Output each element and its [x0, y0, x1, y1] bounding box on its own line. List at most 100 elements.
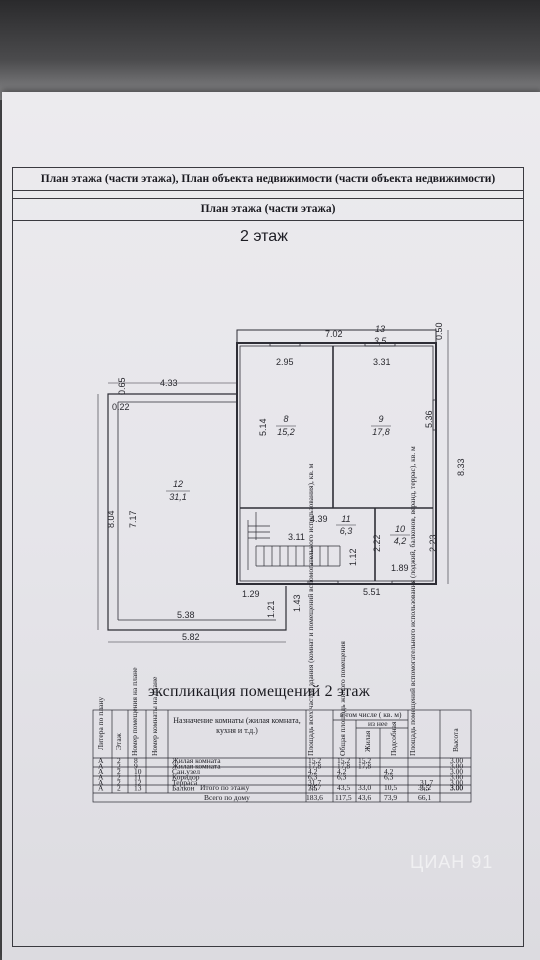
total-floor-obsh: 43,5	[337, 783, 350, 792]
total-floor-all: 78,7	[308, 783, 321, 792]
dim-222: 2.22	[372, 534, 382, 552]
table-cell-num: 8	[134, 756, 138, 765]
dim-143: 1.43	[292, 594, 302, 612]
dim-536: 5.36	[424, 410, 434, 428]
table-totals: Итого по этажу 78,7 43,5 33,0 10,5 35,2 …	[200, 783, 463, 802]
table-cell-pods: 6,3	[384, 773, 394, 782]
table-cell-all: 17,8	[308, 762, 321, 771]
th-v-tom-chisle: в том числе ( кв. м)	[340, 710, 402, 719]
room-13-area: 3,5	[374, 336, 388, 346]
room-9-number: 9	[378, 414, 383, 424]
header-spacer	[13, 190, 523, 199]
dim-331: 3.31	[373, 357, 391, 367]
table-cell-lit: А	[98, 784, 104, 793]
table-cell-name: Жилая комната	[172, 756, 221, 765]
th-podsobnaya: Подсобная	[389, 721, 398, 756]
windows	[269, 342, 437, 585]
document-frame: План этажа (части этажа), План объекта н…	[12, 167, 524, 947]
table-cell-num: 9	[134, 762, 138, 771]
total-house-label: Всего по дому	[204, 793, 250, 802]
dim-050: 0.50	[434, 322, 444, 340]
table-cell-h: 3.00	[450, 767, 463, 776]
dim-702: 7.02	[325, 329, 343, 339]
floor-title: 2 этаж	[240, 228, 288, 245]
total-house-vsp: 66,1	[418, 793, 431, 802]
room-11-area: 6,3	[340, 526, 353, 536]
table-cell-h: 3.00	[450, 756, 463, 765]
table-cell-et: 2	[117, 767, 121, 776]
total-floor-h: 3.00	[450, 783, 463, 792]
dim-311: 3.11	[288, 532, 305, 542]
wall-terrace	[107, 393, 287, 631]
table-cell-h: 3.00	[450, 778, 463, 787]
table-cell-lit: А	[98, 778, 104, 787]
dim-514: 5.14	[258, 418, 268, 436]
total-house-all: 183,6	[306, 793, 323, 802]
table-cell-all: 15,2	[308, 756, 321, 765]
dim-433: 4.33	[160, 378, 178, 388]
document-sheet: План этажа (части этажа), План объекта н…	[2, 92, 540, 960]
dim-022: 0.22	[112, 402, 130, 412]
room-9-area: 17,8	[372, 427, 390, 437]
th-nom-plan: Номер помещения на плане	[130, 667, 139, 756]
dim-582: 5.82	[182, 632, 200, 642]
total-house-zhil: 43,6	[358, 793, 371, 802]
total-floor-zhil: 33,0	[358, 783, 371, 792]
room-8-number: 8	[283, 414, 288, 424]
header-title-sub: План этажа (части этажа)	[13, 198, 523, 221]
dim-717: 7.17	[128, 510, 138, 528]
dim-129: 1.29	[242, 589, 260, 599]
dim-065: 0.65	[117, 377, 127, 395]
table-cell-num: 11	[134, 773, 141, 782]
room-10-number: 10	[395, 524, 405, 534]
table-cell-name: Балкон	[172, 784, 194, 793]
table-cell-name: Терраса	[172, 778, 198, 787]
th-litera: Литера по плану	[96, 697, 105, 750]
table-cell-num: 10	[134, 767, 142, 776]
th-vysota: Высота	[451, 728, 460, 752]
table-cell-num: 13	[134, 784, 142, 793]
table-cell-et: 2	[117, 762, 121, 771]
table-cell-h: 3.00	[450, 773, 463, 782]
table-cell-name: Коридор	[172, 773, 200, 782]
header-title-main: План этажа (части этажа), План объекта н…	[13, 168, 523, 191]
watermark: ЦИАН 91	[410, 852, 494, 872]
dim-223: 2.23	[428, 534, 438, 552]
table-cell-et: 2	[117, 756, 121, 765]
th-ploshad-vseh: Площадь всех частей здания (комнат и пом…	[306, 463, 315, 756]
table-cell-zhil: 17,8	[358, 762, 371, 771]
dim-538: 5.38	[177, 610, 195, 620]
table-cell-et: 2	[117, 778, 121, 787]
dim-121: 1.21	[266, 600, 276, 618]
table-cell-obsh: 6,3	[337, 773, 347, 782]
table-cell-obsh: 4,2	[337, 767, 347, 776]
table-cell-all: 6,3	[308, 773, 318, 782]
room-12-area: 31,1	[169, 492, 187, 502]
dim-833: 8.33	[456, 458, 466, 476]
table-cell-num: 12	[134, 778, 142, 787]
table-cell-vsp: 3,5	[420, 784, 430, 793]
table-cell-obsh: 15,2	[337, 756, 350, 765]
th-zhilaya: Жилая	[363, 730, 372, 752]
total-floor-vsp: 35,2	[418, 783, 431, 792]
th-nom-komn: Номер комнаты на плане	[150, 676, 159, 756]
table-cell-lit: А	[98, 767, 104, 776]
th-etazh: Этаж	[114, 732, 123, 750]
table-cell-vsp: 31,7	[420, 778, 433, 787]
total-floor-label: Итого по этажу	[200, 783, 250, 792]
table-cell-all: 31,7	[308, 778, 321, 787]
th-obshaya: Общая площадь жилого помещения	[338, 641, 347, 756]
table-cell-lit: А	[98, 756, 104, 765]
table-cell-all: 4,2	[308, 767, 318, 776]
table-cell-h: 3.00	[450, 762, 463, 771]
room-11-number: 11	[341, 514, 350, 524]
dim-551: 5.51	[363, 587, 381, 597]
table-cell-lit: А	[98, 773, 104, 782]
total-floor-pods: 10,5	[384, 783, 397, 792]
table-cell-zhil: 15,2	[358, 756, 371, 765]
dim-439: 4.39	[310, 514, 328, 524]
table-cell-all: 3,5	[308, 784, 318, 793]
